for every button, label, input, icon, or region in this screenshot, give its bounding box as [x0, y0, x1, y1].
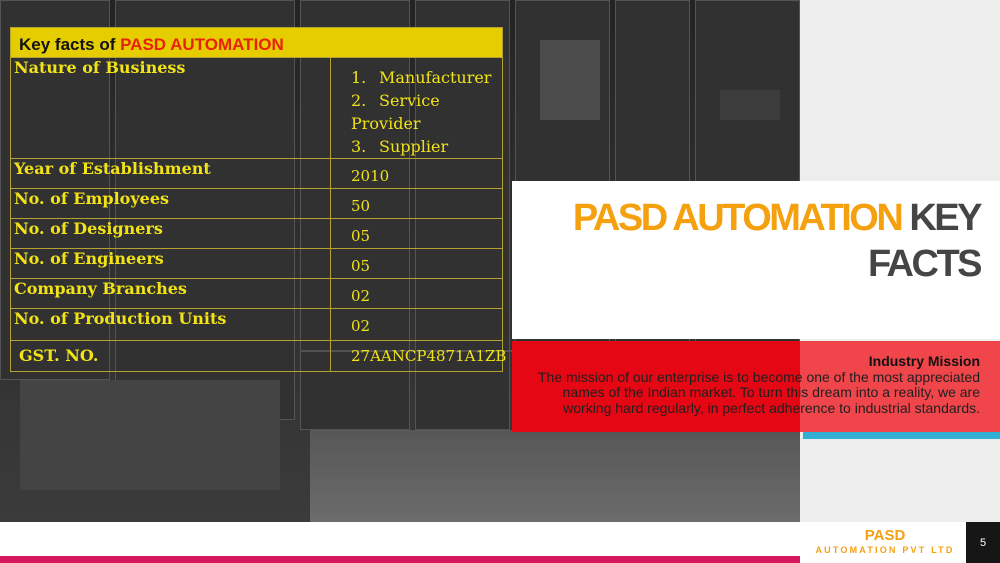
row-label: GST. NO.	[10, 340, 331, 372]
mission-body: The mission of our enterprise is to beco…	[537, 368, 980, 416]
row-label: No. of Designers	[10, 218, 331, 249]
business-type-list: 1.Manufacturer 2.Service Provider 3.Supp…	[351, 58, 502, 158]
slide-title: PASD AUTOMATION KEY FACTS	[540, 195, 983, 287]
mission-accent-line	[803, 432, 1000, 439]
key-facts-table: Key facts of PASD AUTOMATION Nature of B…	[9, 27, 506, 372]
page-number-box: 5	[966, 522, 1000, 563]
logo-line-1: PASD	[864, 527, 906, 544]
footer-accent-line	[0, 556, 800, 563]
title-box: PASD AUTOMATION KEY FACTS	[512, 181, 1000, 339]
row-label: No. of Employees	[10, 188, 331, 219]
row-value: 05	[329, 218, 504, 249]
mission-heading: Industry Mission	[868, 353, 980, 369]
table-row: Year of Establishment 2010	[10, 158, 504, 189]
title-brand: PASD AUTOMATION	[572, 197, 904, 239]
row-label: Year of Establishment	[10, 158, 331, 189]
row-value: 02	[329, 278, 504, 309]
title-facts: FACTS	[867, 243, 983, 285]
logo-line-2: AUTOMATION PVT LTD	[815, 545, 955, 555]
mission-block: Industry Mission The mission of our ente…	[512, 353, 980, 416]
list-item: 3.Supplier	[351, 137, 449, 156]
table-row: Company Branches 02	[10, 278, 504, 309]
table-row: No. of Engineers 05	[10, 248, 504, 279]
nature-of-business-value: 1.Manufacturer 2.Service Provider 3.Supp…	[329, 57, 504, 159]
footer-logo-area	[800, 522, 966, 563]
title-key: KEY	[901, 197, 982, 239]
row-value: 50	[329, 188, 504, 219]
nature-of-business-label: Nature of Business	[10, 57, 331, 159]
table-row: No. of Production Units 02	[10, 308, 504, 341]
table-heading: Key facts of PASD AUTOMATION	[9, 27, 504, 58]
table-row: No. of Designers 05	[10, 218, 504, 249]
mission-background-accent	[800, 341, 1000, 432]
table-heading-prefix: Key facts of	[19, 35, 121, 54]
table-row: GST. NO. 27AANCP4871A1ZB	[10, 340, 506, 372]
table-row: No. of Employees 50	[10, 188, 504, 219]
row-label: Company Branches	[10, 278, 331, 309]
table-header-row: Key facts of PASD AUTOMATION	[9, 27, 504, 58]
row-value: 27AANCP4871A1ZB	[329, 340, 506, 372]
row-value: 2010	[329, 158, 504, 189]
row-value: 05	[329, 248, 504, 279]
page-number: 5	[979, 537, 987, 549]
table-row: Nature of Business 1.Manufacturer 2.Serv…	[10, 57, 504, 159]
row-value: 02	[329, 308, 504, 341]
list-item: 1.Manufacturer	[351, 68, 492, 87]
list-item: 2.Service Provider	[351, 91, 440, 133]
company-logo: PASD AUTOMATION PVT LTD	[808, 528, 962, 556]
row-label: No. of Engineers	[10, 248, 331, 279]
row-label: No. of Production Units	[10, 308, 331, 341]
table-heading-brand: PASD AUTOMATION	[120, 35, 284, 54]
